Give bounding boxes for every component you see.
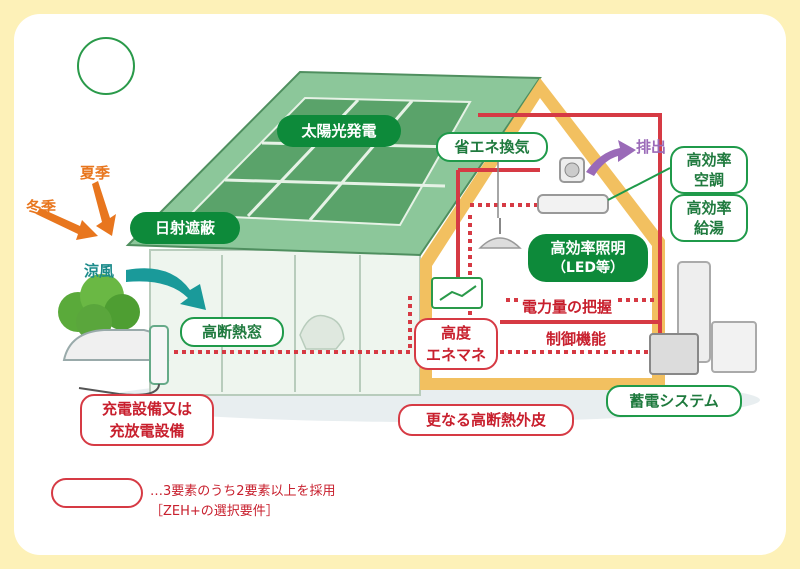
breeze-label: 涼風 bbox=[84, 262, 115, 280]
legend-swatch bbox=[51, 478, 143, 508]
breeze-arrow bbox=[126, 268, 206, 310]
pendant-lamp bbox=[478, 237, 522, 249]
energy-management-line2: エネマネ bbox=[425, 346, 486, 364]
solar-label: 太陽光発電 bbox=[277, 115, 401, 147]
envelope-label: 更なる高断熱外皮 bbox=[398, 404, 574, 436]
power-monitor-label: 電力量の把握 bbox=[520, 296, 615, 317]
window-label: 高断熱窓 bbox=[180, 317, 284, 347]
shrub bbox=[58, 274, 140, 340]
charger bbox=[149, 325, 169, 385]
lighting-label-line2: （LED等） bbox=[551, 260, 625, 276]
control-label: 制御機能 bbox=[544, 328, 609, 349]
shading-label: 日射遮蔽 bbox=[130, 212, 240, 244]
charging-label-line1: 充電設備又は bbox=[101, 400, 192, 418]
ventilation-label: 省エネ換気 bbox=[436, 132, 548, 162]
water-heater-label: 高効率 給湯 bbox=[670, 194, 748, 242]
ac-unit bbox=[537, 194, 609, 214]
summer-label: 夏季 bbox=[80, 164, 111, 182]
exhaust-arrow bbox=[586, 140, 636, 176]
lighting-label: 高効率照明 （LED等） bbox=[528, 234, 648, 282]
sun-arrows bbox=[36, 181, 116, 240]
legend-line1: …3要素のうち2要素以上を採用 bbox=[150, 484, 336, 499]
ac-label: 高効率 空調 bbox=[670, 146, 748, 194]
energy-management-line1: 高度 bbox=[440, 324, 471, 342]
charging-label: 充電設備又は 充放電設備 bbox=[80, 394, 214, 446]
charging-label-line2: 充放電設備 bbox=[109, 422, 185, 440]
ac-label-line2: 空調 bbox=[693, 171, 724, 189]
water-heater-label-line2: 給湯 bbox=[693, 219, 724, 237]
person-figure bbox=[299, 314, 345, 350]
winter-label: 冬季 bbox=[26, 198, 57, 216]
storage-battery bbox=[649, 333, 699, 375]
legend-text: …3要素のうち2要素以上を採用 ［ZEH+の選択要件］ bbox=[150, 482, 336, 522]
storage-label: 蓄電システム bbox=[606, 385, 742, 417]
ac-label-line1: 高効率 bbox=[686, 151, 732, 169]
energy-management-label: 高度 エネマネ bbox=[414, 318, 498, 370]
legend-line2: ［ZEH+の選択要件］ bbox=[150, 504, 279, 519]
exhaust-label: 排出 bbox=[636, 138, 667, 156]
lighting-label-line1: 高効率照明 bbox=[550, 239, 626, 257]
blank-circle-marker bbox=[77, 37, 135, 95]
water-heater-label-line1: 高効率 bbox=[686, 199, 732, 217]
